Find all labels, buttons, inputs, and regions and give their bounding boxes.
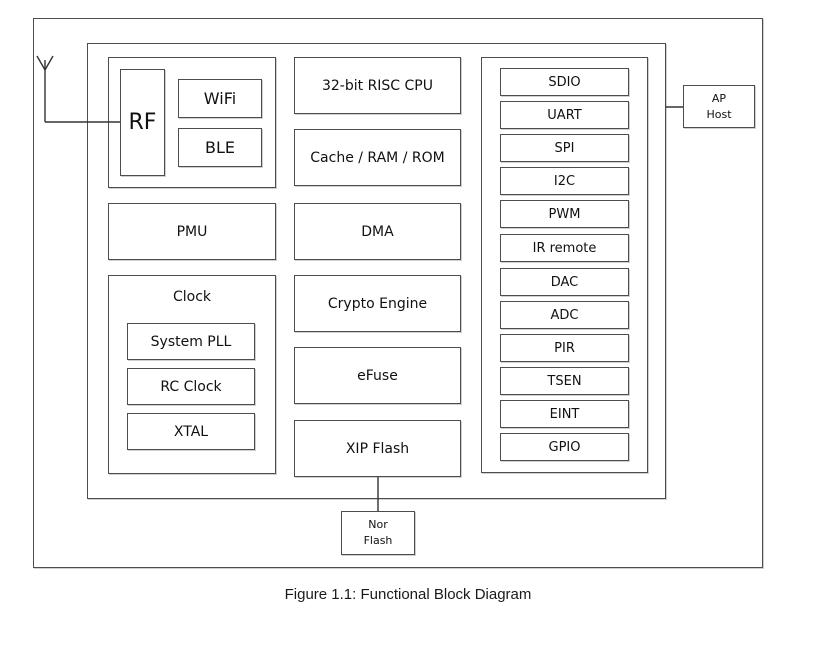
block-ir-remote: IR remote bbox=[500, 234, 629, 262]
block-dac: DAC bbox=[500, 268, 629, 296]
block-i2c: I2C bbox=[500, 167, 629, 195]
block-gpio: GPIO bbox=[500, 433, 629, 461]
peripherals-group bbox=[481, 57, 648, 473]
block-pmu: PMU bbox=[108, 203, 276, 260]
block-sdio: SDIO bbox=[500, 68, 629, 96]
block-cache-ram-rom: Cache / RAM / ROM bbox=[294, 129, 461, 186]
block-eint: EINT bbox=[500, 400, 629, 428]
clock-group-title: Clock bbox=[172, 289, 212, 305]
block-rc-clock: RC Clock bbox=[127, 368, 255, 405]
block-risc-cpu: 32-bit RISC CPU bbox=[294, 57, 461, 114]
block-nor-flash: Nor Flash bbox=[341, 511, 415, 555]
block-crypto-engine: Crypto Engine bbox=[294, 275, 461, 332]
block-ap-host: AP Host bbox=[683, 85, 755, 128]
block-xtal: XTAL bbox=[127, 413, 255, 450]
block-system-pll: System PLL bbox=[127, 323, 255, 360]
block-pir: PIR bbox=[500, 334, 629, 362]
chip-boundary bbox=[87, 43, 666, 499]
block-spi: SPI bbox=[500, 134, 629, 162]
block-efuse: eFuse bbox=[294, 347, 461, 404]
outer-border bbox=[33, 18, 763, 568]
block-ble: BLE bbox=[178, 128, 262, 167]
figure-caption: Figure 1.1: Functional Block Diagram bbox=[284, 586, 532, 603]
block-adc: ADC bbox=[500, 301, 629, 329]
block-wifi: WiFi bbox=[178, 79, 262, 118]
block-rf: RF bbox=[120, 69, 165, 176]
block-dma: DMA bbox=[294, 203, 461, 260]
block-xip-flash: XIP Flash bbox=[294, 420, 461, 477]
block-tsen: TSEN bbox=[500, 367, 629, 395]
block-pwm: PWM bbox=[500, 200, 629, 228]
block-uart: UART bbox=[500, 101, 629, 129]
clock-group bbox=[108, 275, 276, 474]
